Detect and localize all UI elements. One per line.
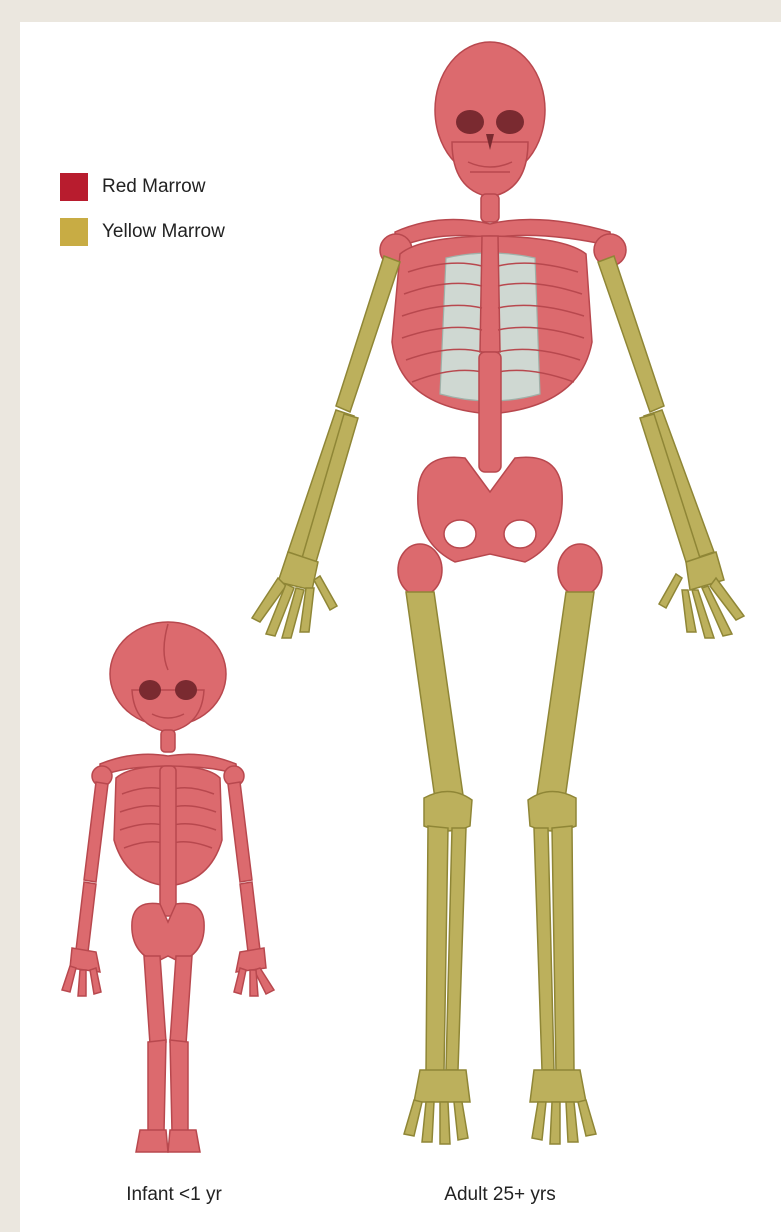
yellow-marrow-swatch (60, 218, 88, 246)
adult-skull (435, 42, 545, 197)
adult-caption: Adult 25+ yrs (444, 1184, 555, 1206)
infant-skull (110, 622, 226, 732)
legend-label: Red Marrow (102, 176, 205, 198)
infant-caption: Infant <1 yr (126, 1184, 222, 1206)
adult-left-arm (252, 256, 400, 638)
adult-skeleton (252, 42, 744, 1144)
adult-pelvis (418, 457, 562, 562)
adult-right-leg (528, 592, 596, 1144)
adult-left-leg (404, 592, 472, 1144)
red-marrow-swatch (60, 173, 88, 201)
figure-panel: .r { fill: #dc6a6e; stroke: #b8484e; str… (20, 22, 781, 1232)
infant-skeleton (62, 622, 274, 1152)
legend-item-yellow-marrow: Yellow Marrow (60, 217, 225, 247)
adult-right-arm (598, 256, 744, 638)
legend-label: Yellow Marrow (102, 221, 225, 243)
legend-item-red-marrow: Red Marrow (60, 172, 225, 202)
legend: Red Marrow Yellow Marrow (60, 172, 225, 262)
